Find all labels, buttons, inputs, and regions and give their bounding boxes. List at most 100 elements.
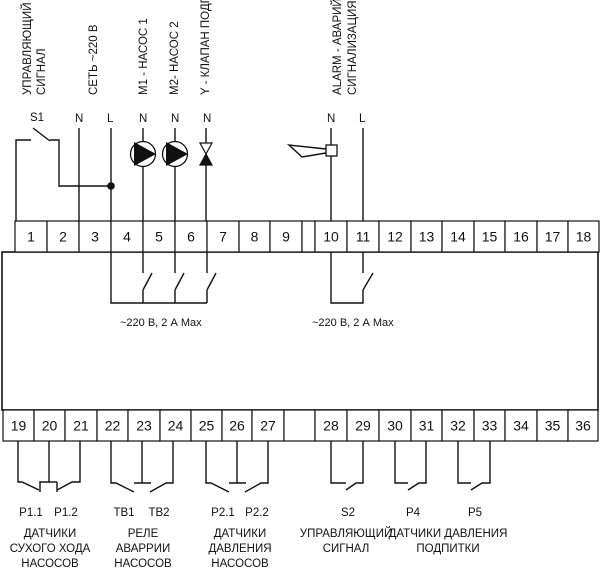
sensor-label-p5: P5	[468, 507, 482, 519]
terminal-number: 8	[251, 229, 259, 245]
caption-pressure-line1: ДАТЧИКИ	[214, 528, 266, 540]
terminal-number: 35	[545, 418, 561, 434]
label-alarm-line2: СИГНАЛИЗАЦИЯ	[347, 0, 359, 95]
caption-pressure-line3: НАСОСОВ	[211, 558, 269, 569]
terminal: 34	[504, 409, 538, 442]
terminal-number: 17	[545, 229, 561, 245]
terminal-number: 9	[282, 229, 290, 245]
rating-relay-group: ~220 В, 2 А Max	[120, 317, 202, 329]
terminal-number: 4	[123, 229, 131, 245]
terminal-number: 12	[387, 229, 403, 245]
sensor-label-tb2: ТВ2	[148, 507, 169, 519]
caption-dry-run-line2: СУХОГО ХОДА	[10, 543, 91, 555]
terminal-number: 14	[450, 229, 466, 245]
terminal-blank	[301, 220, 316, 253]
caption-control-line2: СИГНАЛ	[323, 543, 370, 555]
terminal-number: 26	[229, 418, 245, 434]
makeup-sensor-p5-wiring	[457, 441, 491, 491]
wire-label-n5: N	[139, 113, 147, 125]
pump-icon	[161, 128, 189, 221]
terminal-number: 34	[513, 418, 529, 434]
terminal-number: 29	[355, 418, 371, 434]
wire-label-n10: N	[327, 113, 335, 125]
control-signal-s2-wiring	[330, 441, 364, 491]
sensor-label-tb1: ТВ1	[113, 507, 134, 519]
terminal: 10	[314, 220, 348, 253]
caption-dry-run-line1: ДАТЧИКИ	[24, 528, 76, 540]
sensor-label-p21: P2.1	[211, 507, 235, 519]
terminal: 16	[504, 220, 538, 253]
junction-dot	[107, 182, 115, 190]
terminal: 25	[190, 409, 223, 442]
terminal: 31	[410, 409, 443, 442]
terminal: 19	[2, 409, 35, 442]
terminal-number: 31	[419, 418, 435, 434]
terminal: 6	[174, 220, 208, 253]
terminal-number: 20	[42, 418, 58, 434]
caption-makeup-pressure-line1: ДАТЧИКИ ДАВЛЕНИЯ	[389, 528, 508, 540]
label-control-signal-line1: УПРАВЛЯЮЩИЙ	[21, 3, 34, 95]
terminal: 8	[238, 220, 271, 253]
terminal-number: 7	[219, 229, 227, 245]
terminal: 15	[473, 220, 506, 253]
wire-label-n7: N	[203, 113, 211, 125]
terminal: 3	[78, 220, 112, 253]
terminal: 14	[441, 220, 475, 253]
terminal: 1	[14, 220, 48, 253]
terminal: 2	[46, 220, 80, 253]
rating-alarm-relay: ~220 В, 2 А Max	[312, 317, 394, 329]
terminal-number: 30	[387, 418, 403, 434]
terminal: 21	[64, 409, 98, 442]
sensor-label-p4: P4	[406, 507, 421, 519]
terminal-number: 22	[105, 418, 121, 434]
label-valve: Y - КЛАПАН ПОДПИТКИ	[200, 0, 212, 95]
terminal-number: 2	[59, 229, 67, 245]
caption-pressure-line2: ДАВЛЕНИЯ	[208, 543, 271, 555]
terminal: 22	[96, 409, 129, 442]
sensor-label-p11: P1.1	[19, 507, 43, 519]
terminal: 17	[536, 220, 569, 253]
label-pump1: М1 - НАСОС 1	[138, 18, 150, 95]
pump-alarm-relay-wiring	[110, 441, 174, 493]
sensor-label-s2: S2	[341, 507, 355, 519]
terminal-number: 25	[199, 418, 215, 434]
terminal-number: 18	[576, 229, 592, 245]
terminal: 33	[473, 409, 506, 442]
terminal: 28	[314, 409, 348, 442]
switch-s1	[15, 127, 111, 221]
valve-icon	[198, 128, 214, 221]
label-mains: СЕТЬ ~220 В	[88, 24, 100, 95]
terminal: 9	[269, 220, 303, 253]
terminal-number: 11	[356, 229, 371, 245]
terminal-number: 13	[419, 229, 435, 245]
terminal: 5	[142, 220, 176, 253]
relay-contact-alarm	[330, 252, 374, 304]
terminal-number: 27	[260, 418, 276, 434]
terminal-number: 24	[168, 418, 184, 434]
caption-control-line1: УПРАВЛЯЮЩИЙ	[300, 527, 392, 540]
relay-contacts-5-7	[110, 252, 217, 304]
controller-body	[1, 251, 599, 411]
terminal: 24	[159, 409, 192, 442]
terminal: 27	[251, 409, 285, 442]
caption-alarm-relay-line2: АВАРРИИ	[116, 543, 171, 555]
terminal-blank	[283, 409, 316, 442]
makeup-sensor-p4-wiring	[394, 441, 427, 491]
terminal: 32	[441, 409, 475, 442]
terminal-number: 16	[513, 229, 529, 245]
terminal-number: 1	[27, 229, 35, 245]
wire-label-n3: N	[75, 113, 83, 125]
terminal-number: 36	[575, 418, 591, 434]
terminal: 18	[567, 220, 600, 253]
terminal-number: 19	[11, 418, 27, 434]
terminal: 20	[33, 409, 66, 442]
terminal-number: 6	[187, 229, 195, 245]
terminal-number: 23	[136, 418, 152, 434]
wire-label-n6: N	[171, 113, 179, 125]
terminal: 7	[206, 220, 240, 253]
terminal: 13	[410, 220, 443, 253]
terminal: 30	[378, 409, 412, 442]
